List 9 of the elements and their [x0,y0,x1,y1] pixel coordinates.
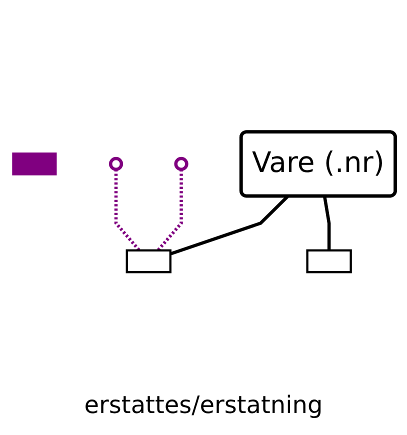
node-box [306,248,352,273]
connector [156,168,182,251]
fact-type-reading: erstattes/erstatning [84,390,323,418]
node-circle [108,156,123,170]
node-circle [174,156,188,170]
connector [114,168,140,251]
node-box [125,248,171,273]
connector [322,196,330,250]
node-bar [12,152,56,175]
